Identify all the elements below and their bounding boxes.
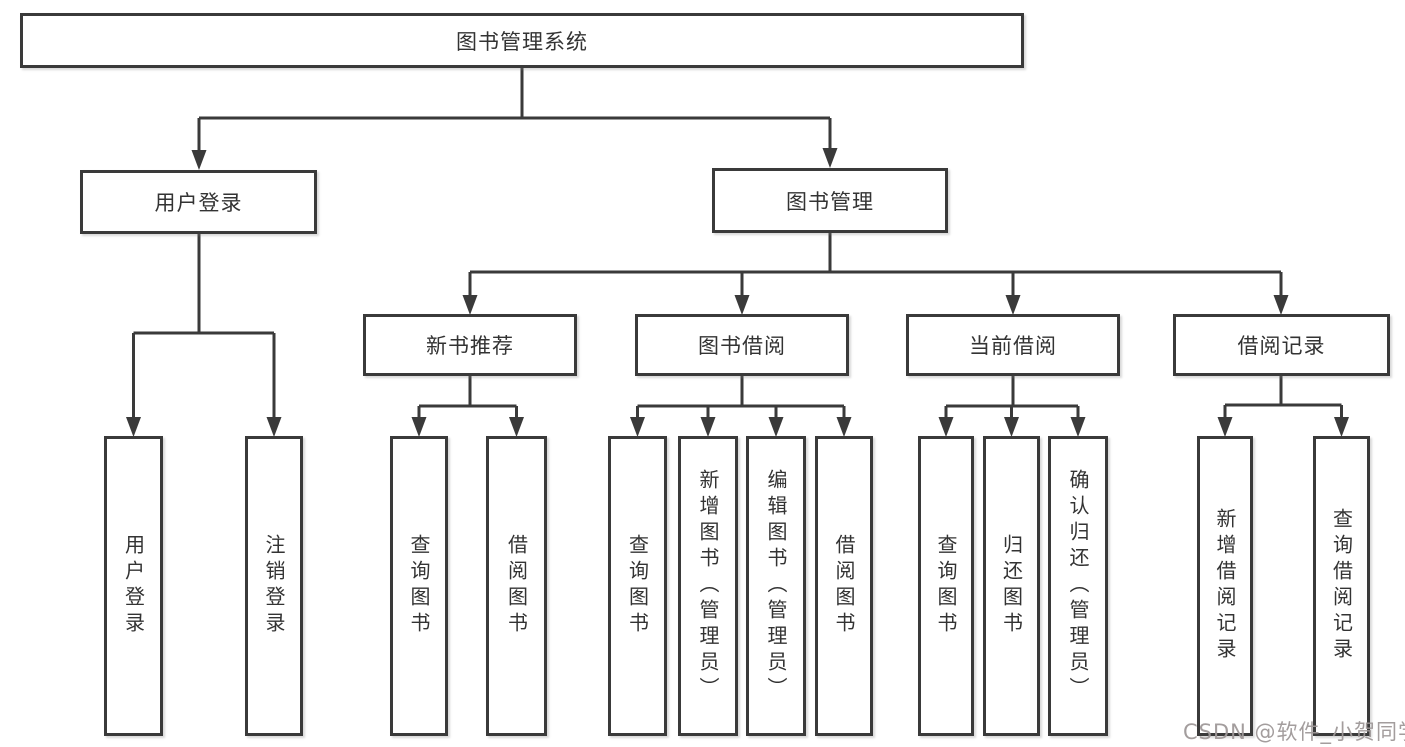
node-borrowing-records: 借阅记录: [1173, 314, 1390, 376]
leaf-add-borrow-record: 新增借阅记录: [1197, 436, 1253, 736]
leaf-query-books-borrowing: 查询图书: [608, 436, 667, 736]
leaf-query-books-current: 查询图书: [918, 436, 974, 736]
leaf-query-borrow-record: 查询借阅记录: [1313, 436, 1370, 736]
leaf-label: 借阅图书: [832, 534, 856, 638]
leaf-confirm-return-admin: 确认归还（管理员）: [1048, 436, 1108, 736]
csdn-watermark: CSDN @软件_小贺同学: [1183, 720, 1405, 744]
leaf-label: 借阅图书: [504, 534, 529, 638]
leaf-borrow-books-recommend: 借阅图书: [486, 436, 547, 736]
leaf-label: 查询图书: [407, 534, 431, 638]
leaf-user-login: 用户登录: [104, 436, 163, 736]
leaf-label: 注销登录: [262, 534, 286, 638]
node-label: 图书管理: [786, 189, 874, 214]
leaf-add-books-admin: 新增图书（管理员）: [678, 436, 738, 736]
leaf-edit-books-admin: 编辑图书（管理员）: [746, 436, 806, 736]
leaf-label: 确认归还（管理员）: [1066, 469, 1090, 703]
node-label: 借阅记录: [1237, 334, 1326, 358]
leaf-borrow-books-borrowing: 借阅图书: [815, 436, 873, 736]
node-label: 图书管理系统: [456, 29, 588, 54]
node-label: 当前借阅: [969, 334, 1057, 358]
leaf-label: 用户登录: [121, 534, 146, 638]
leaf-label: 新增借阅记录: [1213, 508, 1237, 664]
node-current-borrowing: 当前借阅: [906, 314, 1120, 376]
leaf-label: 查询图书: [934, 534, 958, 638]
leaf-query-books-recommend: 查询图书: [390, 436, 448, 736]
leaf-label: 查询图书: [625, 534, 650, 638]
node-label: 图书借阅: [698, 334, 786, 358]
node-library-management-system: 图书管理系统: [20, 13, 1024, 68]
node-label: 新书推荐: [426, 334, 514, 358]
node-user-login: 用户登录: [80, 170, 317, 234]
leaf-label: 新增图书（管理员）: [696, 469, 720, 703]
node-book-management: 图书管理: [712, 168, 948, 233]
node-label: 用户登录: [154, 191, 243, 215]
node-book-borrowing: 图书借阅: [635, 314, 849, 376]
leaf-logout: 注销登录: [245, 436, 303, 736]
leaf-label: 查询借阅记录: [1329, 508, 1354, 664]
leaf-label: 编辑图书（管理员）: [764, 469, 788, 703]
leaf-return-books: 归还图书: [983, 436, 1040, 736]
node-new-book-recommendation: 新书推荐: [363, 314, 577, 376]
leaf-label: 归还图书: [999, 534, 1024, 638]
